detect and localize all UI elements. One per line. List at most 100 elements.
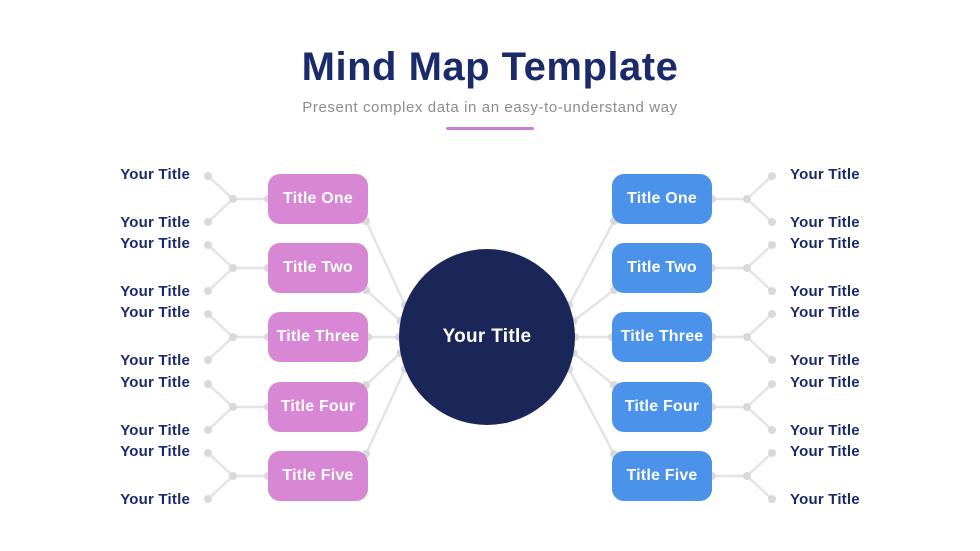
connector-line <box>745 266 774 293</box>
connector-line <box>745 382 774 409</box>
connector-dot <box>743 333 751 341</box>
connector-dot <box>768 449 776 457</box>
leaf-label-right-1-2: Your Title <box>790 214 860 231</box>
leaf-label-right-3-1: Your Title <box>790 304 860 321</box>
connector-dot <box>229 333 237 341</box>
connector-dot <box>229 472 237 480</box>
connector-line <box>206 451 235 478</box>
connector-dot <box>204 426 212 434</box>
leaf-label-right-5-1: Your Title <box>790 443 860 460</box>
leaf-label-right-2-1: Your Title <box>790 235 860 252</box>
connector-line <box>745 474 774 501</box>
connector-dot <box>743 472 751 480</box>
branch-node-right-2: Title Two <box>612 243 712 293</box>
connector-line <box>745 335 774 362</box>
leaf-label-right-3-2: Your Title <box>790 352 860 369</box>
connector-dot <box>204 449 212 457</box>
center-node: Your Title <box>399 249 575 425</box>
leaf-label-left-5-2: Your Title <box>120 491 190 508</box>
connector-line <box>206 266 235 293</box>
leaf-label-left-5-1: Your Title <box>120 443 190 460</box>
connector-line <box>206 405 235 432</box>
connector-dot <box>768 310 776 318</box>
connector-dot <box>204 287 212 295</box>
branch-node-label: Title Three <box>276 328 360 345</box>
leaf-label-left-2-1: Your Title <box>120 235 190 252</box>
connector-dot <box>768 172 776 180</box>
connector-dot <box>743 403 751 411</box>
connector-dot <box>743 264 751 272</box>
connector-line <box>364 367 407 456</box>
leaf-label-left-3-2: Your Title <box>120 352 190 369</box>
branch-node-label: Title Five <box>626 467 698 484</box>
branch-node-right-3: Title Three <box>612 312 712 362</box>
branch-node-right-4: Title Four <box>612 382 712 432</box>
branch-node-label: Title Four <box>624 398 700 415</box>
connector-dot <box>204 172 212 180</box>
connector-dot <box>768 426 776 434</box>
leaf-label-right-4-1: Your Title <box>790 374 860 391</box>
connector-dot <box>229 403 237 411</box>
connector-line <box>206 243 235 270</box>
connector-line <box>364 288 402 323</box>
connector-dot <box>768 380 776 388</box>
page-title: Mind Map Template <box>301 45 679 89</box>
branch-node-right-5: Title Five <box>612 451 712 501</box>
connector-line <box>206 382 235 409</box>
center-node-label: Your Title <box>442 326 532 347</box>
leaf-label-left-2-2: Your Title <box>120 283 190 300</box>
branch-node-left-5: Title Five <box>268 451 368 501</box>
connector-dot <box>768 241 776 249</box>
branch-node-label: Title Four <box>280 398 356 415</box>
title-divider <box>446 127 534 130</box>
connector-line <box>206 197 235 224</box>
connector-dot <box>768 356 776 364</box>
branch-node-label: Title Five <box>282 467 354 484</box>
connector-dot <box>204 380 212 388</box>
branch-node-label: Title Two <box>283 259 353 276</box>
branch-node-left-2: Title Two <box>268 243 368 293</box>
connector-dot <box>204 218 212 226</box>
connector-dot <box>204 241 212 249</box>
leaf-label-right-1-1: Your Title <box>790 166 860 183</box>
branch-node-label: Title Three <box>620 328 704 345</box>
leaf-label-left-1-2: Your Title <box>120 214 190 231</box>
connector-line <box>745 197 774 224</box>
connector-line <box>745 451 774 478</box>
branch-node-left-1: Title One <box>268 174 368 224</box>
connector-line <box>206 312 235 339</box>
leaf-label-right-2-2: Your Title <box>790 283 860 300</box>
connector-line <box>364 219 407 307</box>
connector-line <box>745 243 774 270</box>
connector-line <box>572 351 616 387</box>
leaf-label-left-1-1: Your Title <box>120 166 190 183</box>
connector-line <box>745 174 774 201</box>
page-subtitle: Present complex data in an easy-to-under… <box>302 99 678 116</box>
connector-dot <box>768 287 776 295</box>
leaf-label-right-5-2: Your Title <box>790 491 860 508</box>
branch-node-left-3: Title Three <box>268 312 368 362</box>
connector-dot <box>743 195 751 203</box>
connector-line <box>364 351 402 387</box>
leaf-label-left-3-1: Your Title <box>120 304 190 321</box>
connector-line <box>567 219 616 307</box>
branch-node-label: Title One <box>627 190 697 207</box>
branch-node-label: Title One <box>283 190 353 207</box>
connector-dot <box>204 310 212 318</box>
connector-dot <box>204 495 212 503</box>
connector-line <box>572 288 616 323</box>
branch-node-label: Title Two <box>627 259 697 276</box>
leaf-label-right-4-2: Your Title <box>790 422 860 439</box>
leaf-label-left-4-2: Your Title <box>120 422 190 439</box>
leaf-label-left-4-1: Your Title <box>120 374 190 391</box>
branch-node-right-1: Title One <box>612 174 712 224</box>
connector-dot <box>768 495 776 503</box>
connector-line <box>206 174 235 201</box>
connector-line <box>206 335 235 362</box>
connector-line <box>745 312 774 339</box>
connector-dot <box>768 218 776 226</box>
connector-dot <box>204 356 212 364</box>
connector-dot <box>229 264 237 272</box>
branch-node-left-4: Title Four <box>268 382 368 432</box>
